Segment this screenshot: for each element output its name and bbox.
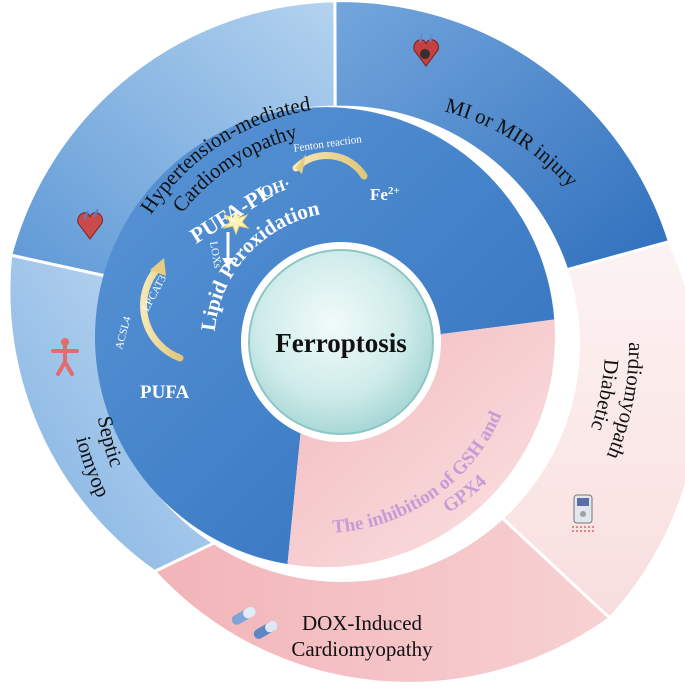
outer-ring — [7, 0, 685, 685]
capsule-pills-icon — [231, 606, 278, 639]
center-label: Ferroptosis — [275, 328, 406, 358]
pufa-label: PUFA — [140, 382, 190, 403]
lox-label: LOXs — [207, 240, 223, 269]
fe-label: Fe2+ — [370, 185, 400, 204]
center-node[interactable]: Ferroptosis — [241, 242, 441, 442]
acsl4-arrow — [140, 264, 184, 362]
dox-label-line1: DOX-Induced — [302, 611, 423, 635]
burst-icon — [222, 208, 250, 236]
glucose-meter-icon — [572, 494, 596, 532]
human-body-icon — [51, 338, 79, 376]
heart-icon — [77, 208, 103, 240]
heart-injury-icon — [413, 33, 439, 67]
inner-gsh-region[interactable] — [287, 319, 555, 568]
dox-label-line2: Cardiomyopathy — [291, 637, 433, 661]
